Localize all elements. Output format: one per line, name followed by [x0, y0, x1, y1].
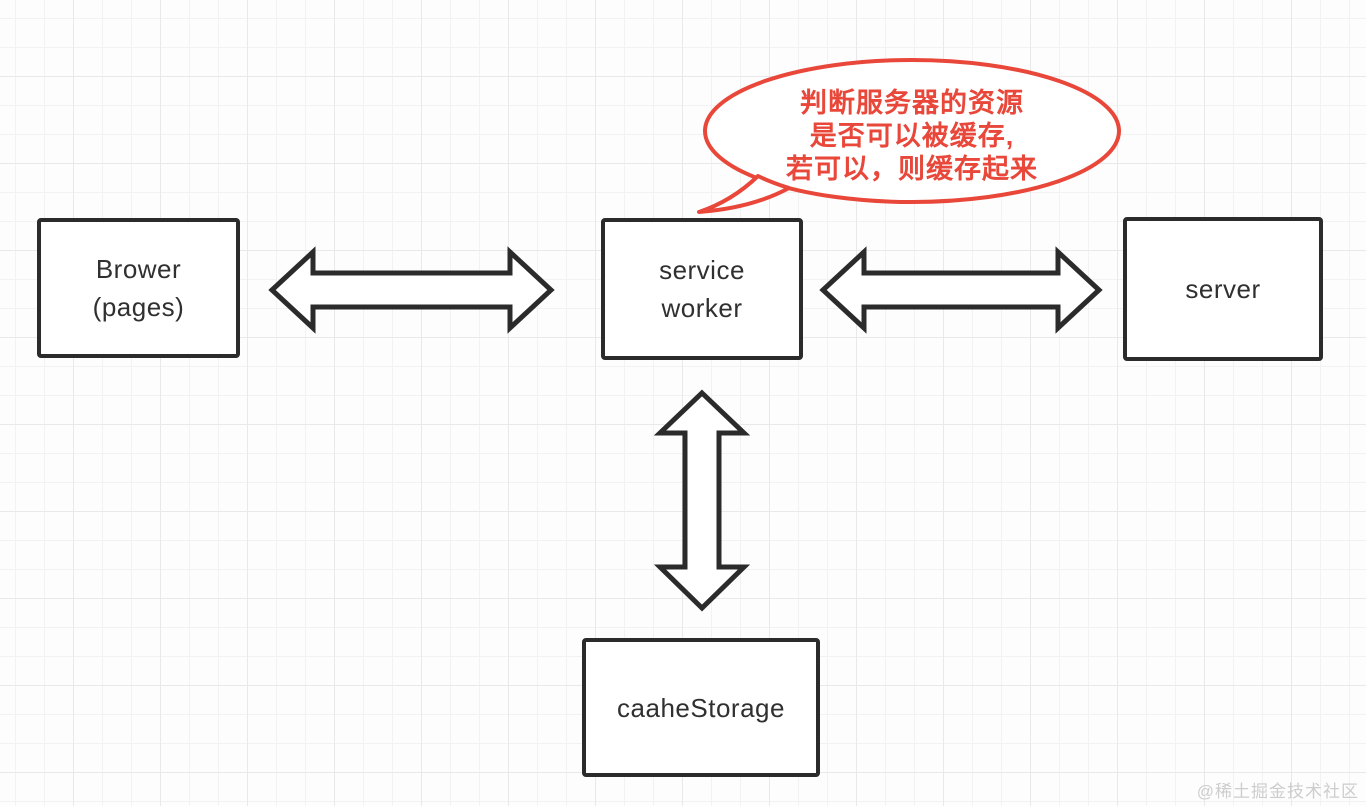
arrow-browser-serviceworker	[268, 246, 555, 334]
service-worker-node-label: service worker	[659, 255, 745, 323]
browser-node-label: Brower (pages)	[92, 254, 185, 322]
callout-bubble	[703, 58, 1121, 204]
server-node-label: server	[1185, 274, 1261, 304]
server-node-box	[1123, 217, 1323, 361]
callout-tail	[697, 174, 791, 214]
browser-node-box	[37, 218, 240, 358]
juejin-watermark: @稀土掘金技术社区	[1196, 782, 1359, 801]
cache-storage-node-box	[582, 638, 820, 777]
callout-annotation-text: 判断服务器的资源 是否可以被缓存, 若可以，则缓存起来	[786, 88, 1038, 184]
service-worker-node-box	[601, 218, 803, 360]
arrow-serviceworker-server	[819, 246, 1103, 334]
cache-storage-node-label: caaheStorage	[617, 692, 785, 723]
arrow-serviceworker-cachestorage	[653, 389, 751, 612]
